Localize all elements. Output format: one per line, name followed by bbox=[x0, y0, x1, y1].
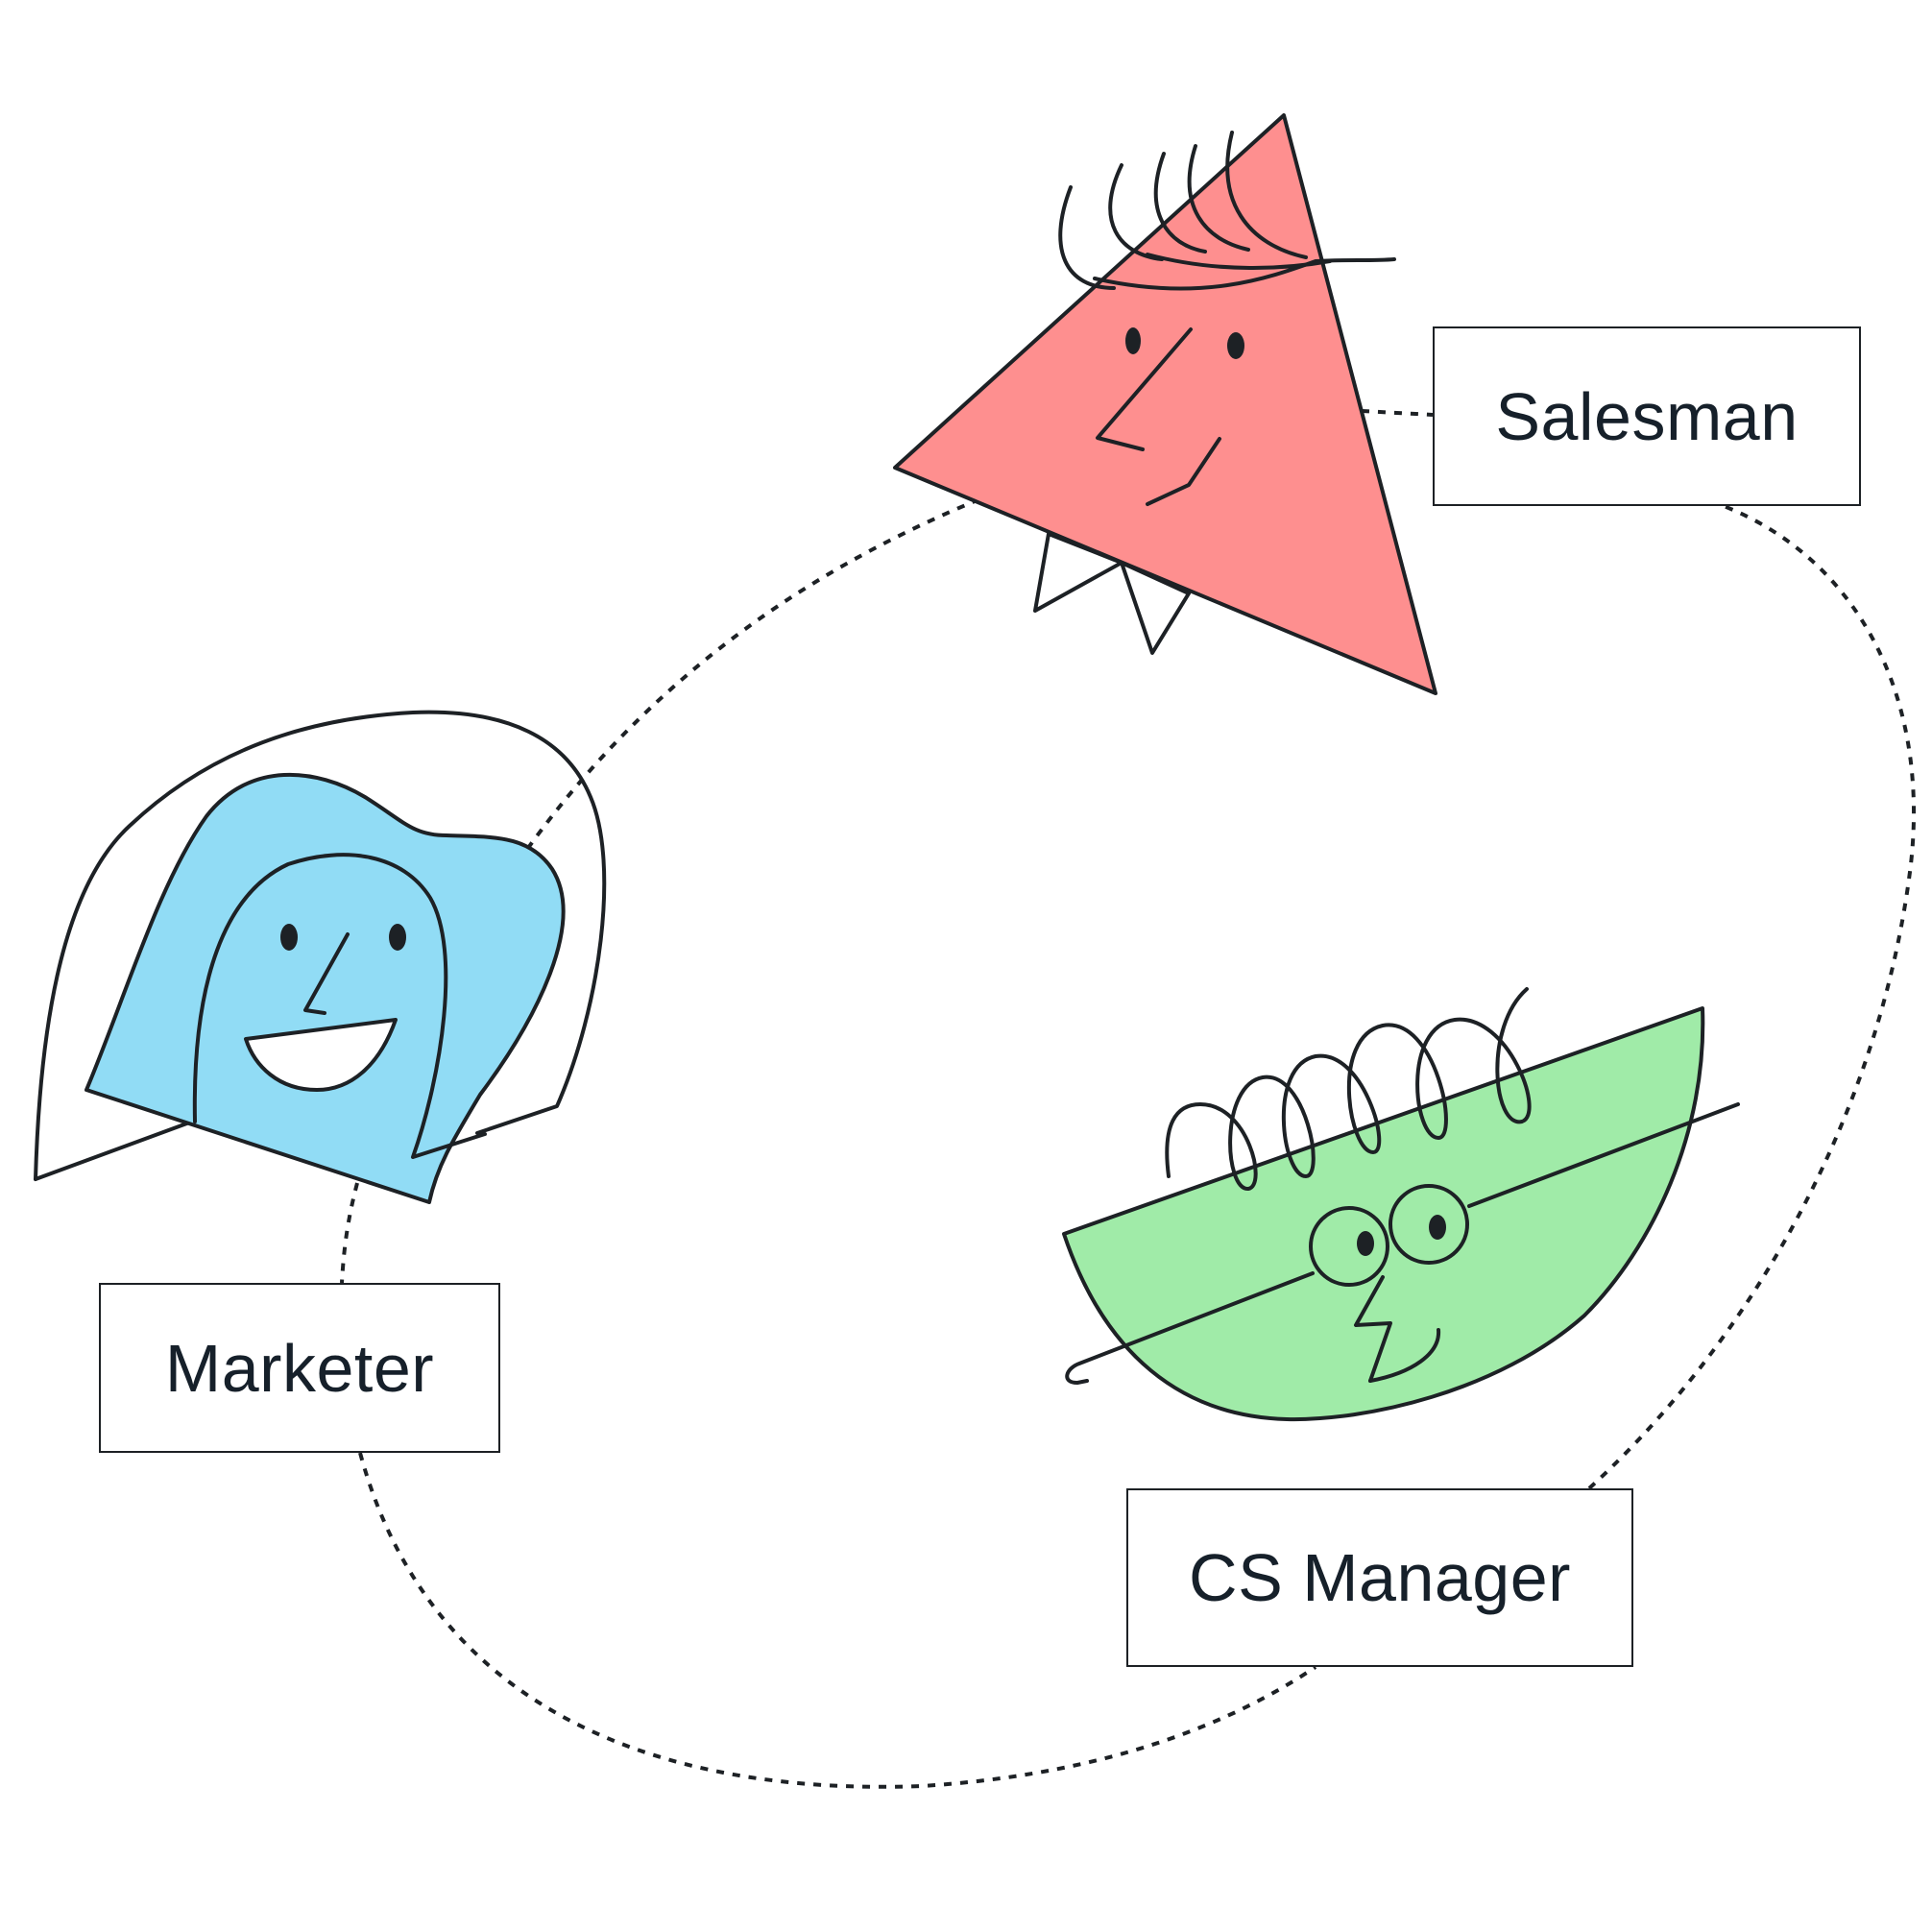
cs-manager-glasses-left bbox=[1309, 1206, 1389, 1287]
marketer-label: Marketer bbox=[99, 1283, 500, 1453]
salesman-head bbox=[893, 113, 1437, 695]
cs-manager-glasses-bar bbox=[1065, 1271, 1315, 1385]
salesman-eye-right bbox=[1227, 332, 1244, 359]
connector-marketer-label bbox=[340, 1182, 359, 1284]
cs-manager-icon bbox=[1062, 987, 1740, 1422]
salesman-label: Salesman bbox=[1433, 326, 1861, 506]
salesman-icon bbox=[893, 113, 1437, 695]
cs-manager-eye-left bbox=[1357, 1231, 1374, 1256]
cs-manager-hair bbox=[1165, 987, 1532, 1191]
salesman-mouth bbox=[1146, 437, 1221, 506]
cs-manager-head bbox=[1062, 1006, 1705, 1422]
cs-manager-nose bbox=[1354, 1275, 1392, 1383]
salesman-nose bbox=[1096, 327, 1193, 451]
salesman-eye-left bbox=[1125, 327, 1141, 354]
connector-salesman-marketer bbox=[521, 497, 980, 857]
marketer-hair-outline bbox=[34, 710, 607, 1181]
marketer-eye-right bbox=[389, 924, 406, 951]
connector-cs-salesman bbox=[1587, 504, 1916, 1490]
cs-manager-glasses-right bbox=[1389, 1184, 1469, 1265]
cs-manager-mouth bbox=[1368, 1328, 1441, 1383]
cs-manager-label: CS Manager bbox=[1126, 1488, 1633, 1667]
marketer-face-outline bbox=[192, 853, 487, 1159]
cs-manager-eye-right bbox=[1429, 1215, 1446, 1240]
marketer-icon bbox=[34, 710, 607, 1204]
marketer-nose bbox=[303, 932, 350, 1015]
connector-loop bbox=[340, 409, 1916, 1789]
marketer-mouth bbox=[244, 1018, 398, 1092]
marketer-head bbox=[85, 772, 566, 1204]
salesman-hair bbox=[1058, 131, 1396, 291]
marketer-eye-left bbox=[280, 924, 298, 951]
connector-salesman-label bbox=[1361, 409, 1434, 417]
